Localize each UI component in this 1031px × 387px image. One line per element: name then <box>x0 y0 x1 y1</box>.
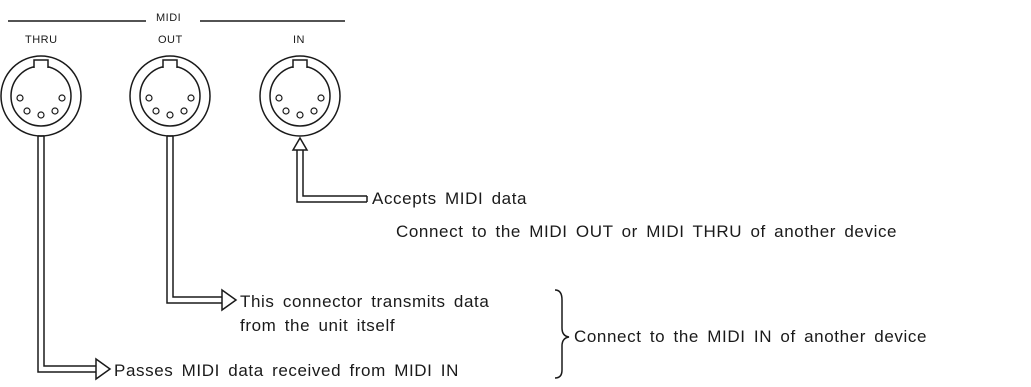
out-signal-path <box>166 135 238 312</box>
thru-annotation-line1: Passes MIDI data received from MIDI IN <box>114 361 459 380</box>
thru-signal-path <box>37 135 112 381</box>
out-annotation-line1: This connector transmits data <box>240 292 490 311</box>
midi-group-label: MIDI <box>156 12 182 24</box>
in-annotation-line1: Accepts MIDI data <box>372 189 528 208</box>
out-annotation-line2: from the unit itself <box>240 316 396 335</box>
in-label: IN <box>293 34 305 46</box>
thru-label: THRU <box>25 34 58 46</box>
thru-connector-icon <box>0 55 82 137</box>
out-label: OUT <box>158 34 183 46</box>
group-brace <box>554 289 570 379</box>
in-signal-path <box>291 136 368 203</box>
group-annotation: Connect to the MIDI IN of another device <box>574 327 928 346</box>
out-connector-icon <box>129 55 211 137</box>
in-connector-icon <box>259 55 341 137</box>
in-annotation-line2: Connect to the MIDI OUT or MIDI THRU of … <box>396 222 898 241</box>
